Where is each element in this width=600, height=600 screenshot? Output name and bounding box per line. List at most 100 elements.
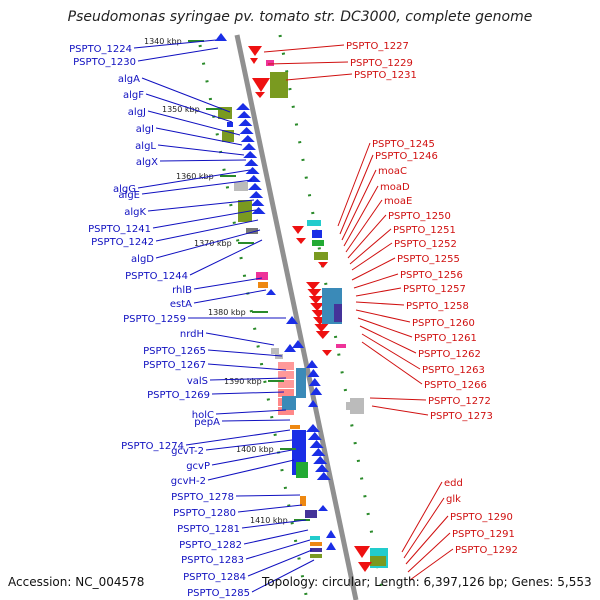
right-leader-line — [337, 142, 371, 227]
right-leader-line — [359, 325, 417, 354]
left-leader-line — [251, 559, 315, 593]
forward-gene-arrow — [243, 151, 258, 158]
forward-gene-arrow — [326, 530, 336, 538]
gene-block — [278, 371, 294, 379]
gene-block — [310, 548, 322, 552]
left-gene-label: PSPTO_1244 — [125, 271, 188, 282]
left-gene-label: valS — [187, 376, 208, 387]
right-gene-label: PSPTO_1261 — [414, 333, 477, 344]
gene-block — [350, 398, 364, 414]
forward-gene-arrow — [292, 340, 304, 348]
right-leader-line — [407, 532, 451, 573]
right-gene-label: PSPTO_1250 — [388, 211, 451, 222]
reverse-gene-arrow — [310, 303, 325, 311]
left-gene-label: PSPTO_1267 — [143, 360, 206, 371]
reverse-gene-arrow — [255, 92, 265, 98]
kbp-mark: 1400 kbp — [236, 445, 274, 454]
left-leader-line — [155, 229, 261, 259]
right-gene-label: PSPTO_1258 — [406, 301, 469, 312]
right-leader-line — [405, 515, 449, 565]
left-leader-line — [137, 169, 251, 189]
gene-block — [296, 368, 306, 398]
left-gene-label: PSPTO_1285 — [187, 588, 250, 599]
forward-gene-arrow — [242, 143, 256, 150]
right-leader-line — [351, 242, 393, 271]
left-gene-label: rhlB — [172, 285, 192, 296]
left-leader-line — [209, 377, 287, 381]
reverse-gene-arrow — [308, 296, 323, 304]
left-gene-label: PSPTO_1242 — [91, 237, 154, 248]
right-gene-label: PSPTO_1227 — [346, 41, 409, 52]
right-gene-label: PSPTO_1251 — [393, 225, 456, 236]
left-leader-line — [243, 529, 309, 545]
reverse-gene-arrow — [315, 331, 330, 339]
right-leader-line — [361, 341, 423, 385]
right-gene-label: moaD — [380, 182, 410, 193]
right-gene-label: PSPTO_1257 — [403, 284, 466, 295]
decor-layer — [198, 33, 388, 600]
gene-block — [278, 362, 294, 370]
gene-block — [275, 354, 283, 359]
right-gene-label: moaC — [378, 166, 407, 177]
left-leader-line — [137, 47, 219, 62]
right-leader-line — [263, 44, 345, 53]
forward-gene-arrow — [315, 464, 329, 472]
left-gene-label: PSPTO_1230 — [73, 57, 136, 68]
forward-gene-arrow — [313, 456, 328, 464]
right-gene-label: PSPTO_1263 — [422, 365, 485, 376]
right-gene-label: PSPTO_1272 — [428, 396, 491, 407]
kbp-mark: 1390 kbp — [224, 377, 262, 386]
gene-block — [270, 72, 288, 98]
gene-block — [278, 407, 294, 415]
left-leader-line — [155, 219, 259, 242]
reverse-gene-arrow — [296, 238, 306, 244]
right-gene-label: moaE — [384, 196, 412, 207]
left-gene-label: PSPTO_1265 — [143, 346, 206, 357]
left-gene-label: PSPTO_1283 — [181, 555, 244, 566]
right-leader-line — [355, 287, 402, 297]
right-gene-label: PSPTO_1292 — [455, 545, 518, 556]
left-leader-line — [157, 144, 245, 156]
gene-block — [227, 122, 233, 127]
forward-gene-arrow — [244, 159, 259, 166]
reverse-gene-arrow — [292, 226, 304, 234]
right-gene-label: glk — [446, 494, 461, 505]
gene-block — [278, 389, 294, 397]
forward-gene-arrow — [239, 127, 254, 134]
forward-gene-arrow — [246, 175, 261, 182]
left-gene-label: PSPTO_1278 — [171, 492, 234, 503]
gene-block — [312, 240, 324, 246]
left-gene-label: PSPTO_1269 — [147, 390, 210, 401]
gene-block — [310, 554, 322, 558]
left-leader-line — [205, 332, 275, 346]
gene-block — [370, 556, 386, 566]
left-gene-label: algE — [118, 190, 140, 201]
gene-block — [346, 402, 352, 410]
left-gene-label: algF — [123, 90, 144, 101]
right-gene-label: edd — [444, 478, 463, 489]
map-title: Pseudomonas syringae pv. tomato str. DC3… — [67, 9, 533, 25]
left-leader-line — [235, 494, 301, 497]
reverse-gene-arrow — [318, 262, 328, 268]
left-leader-line — [241, 519, 307, 529]
right-gene-label: PSPTO_1252 — [394, 239, 457, 250]
left-gene-label: PSPTO_1282 — [179, 540, 242, 551]
left-leader-line — [155, 127, 243, 146]
left-leader-line — [133, 39, 217, 49]
left-gene-label: pepA — [194, 417, 220, 428]
forward-gene-arrow — [250, 199, 265, 206]
left-gene-label: algG — [113, 184, 136, 195]
left-gene-label: algX — [136, 157, 158, 168]
kbp-mark: 1340 kbp — [144, 37, 182, 46]
left-leader-line — [211, 449, 293, 466]
forward-gene-arrow — [307, 432, 322, 440]
left-gene-labels: PSPTO_1224PSPTO_1230algAalgFalgJalgIalgL… — [69, 39, 315, 599]
gene-block — [300, 496, 306, 506]
right-leader-line — [267, 61, 349, 65]
gene-block — [310, 542, 322, 546]
forward-gene-arrow — [237, 111, 252, 118]
right-leader-line — [285, 73, 353, 81]
gene-block — [305, 510, 317, 518]
forward-gene-arrow — [326, 542, 336, 550]
left-gene-label: nrdH — [180, 329, 204, 340]
